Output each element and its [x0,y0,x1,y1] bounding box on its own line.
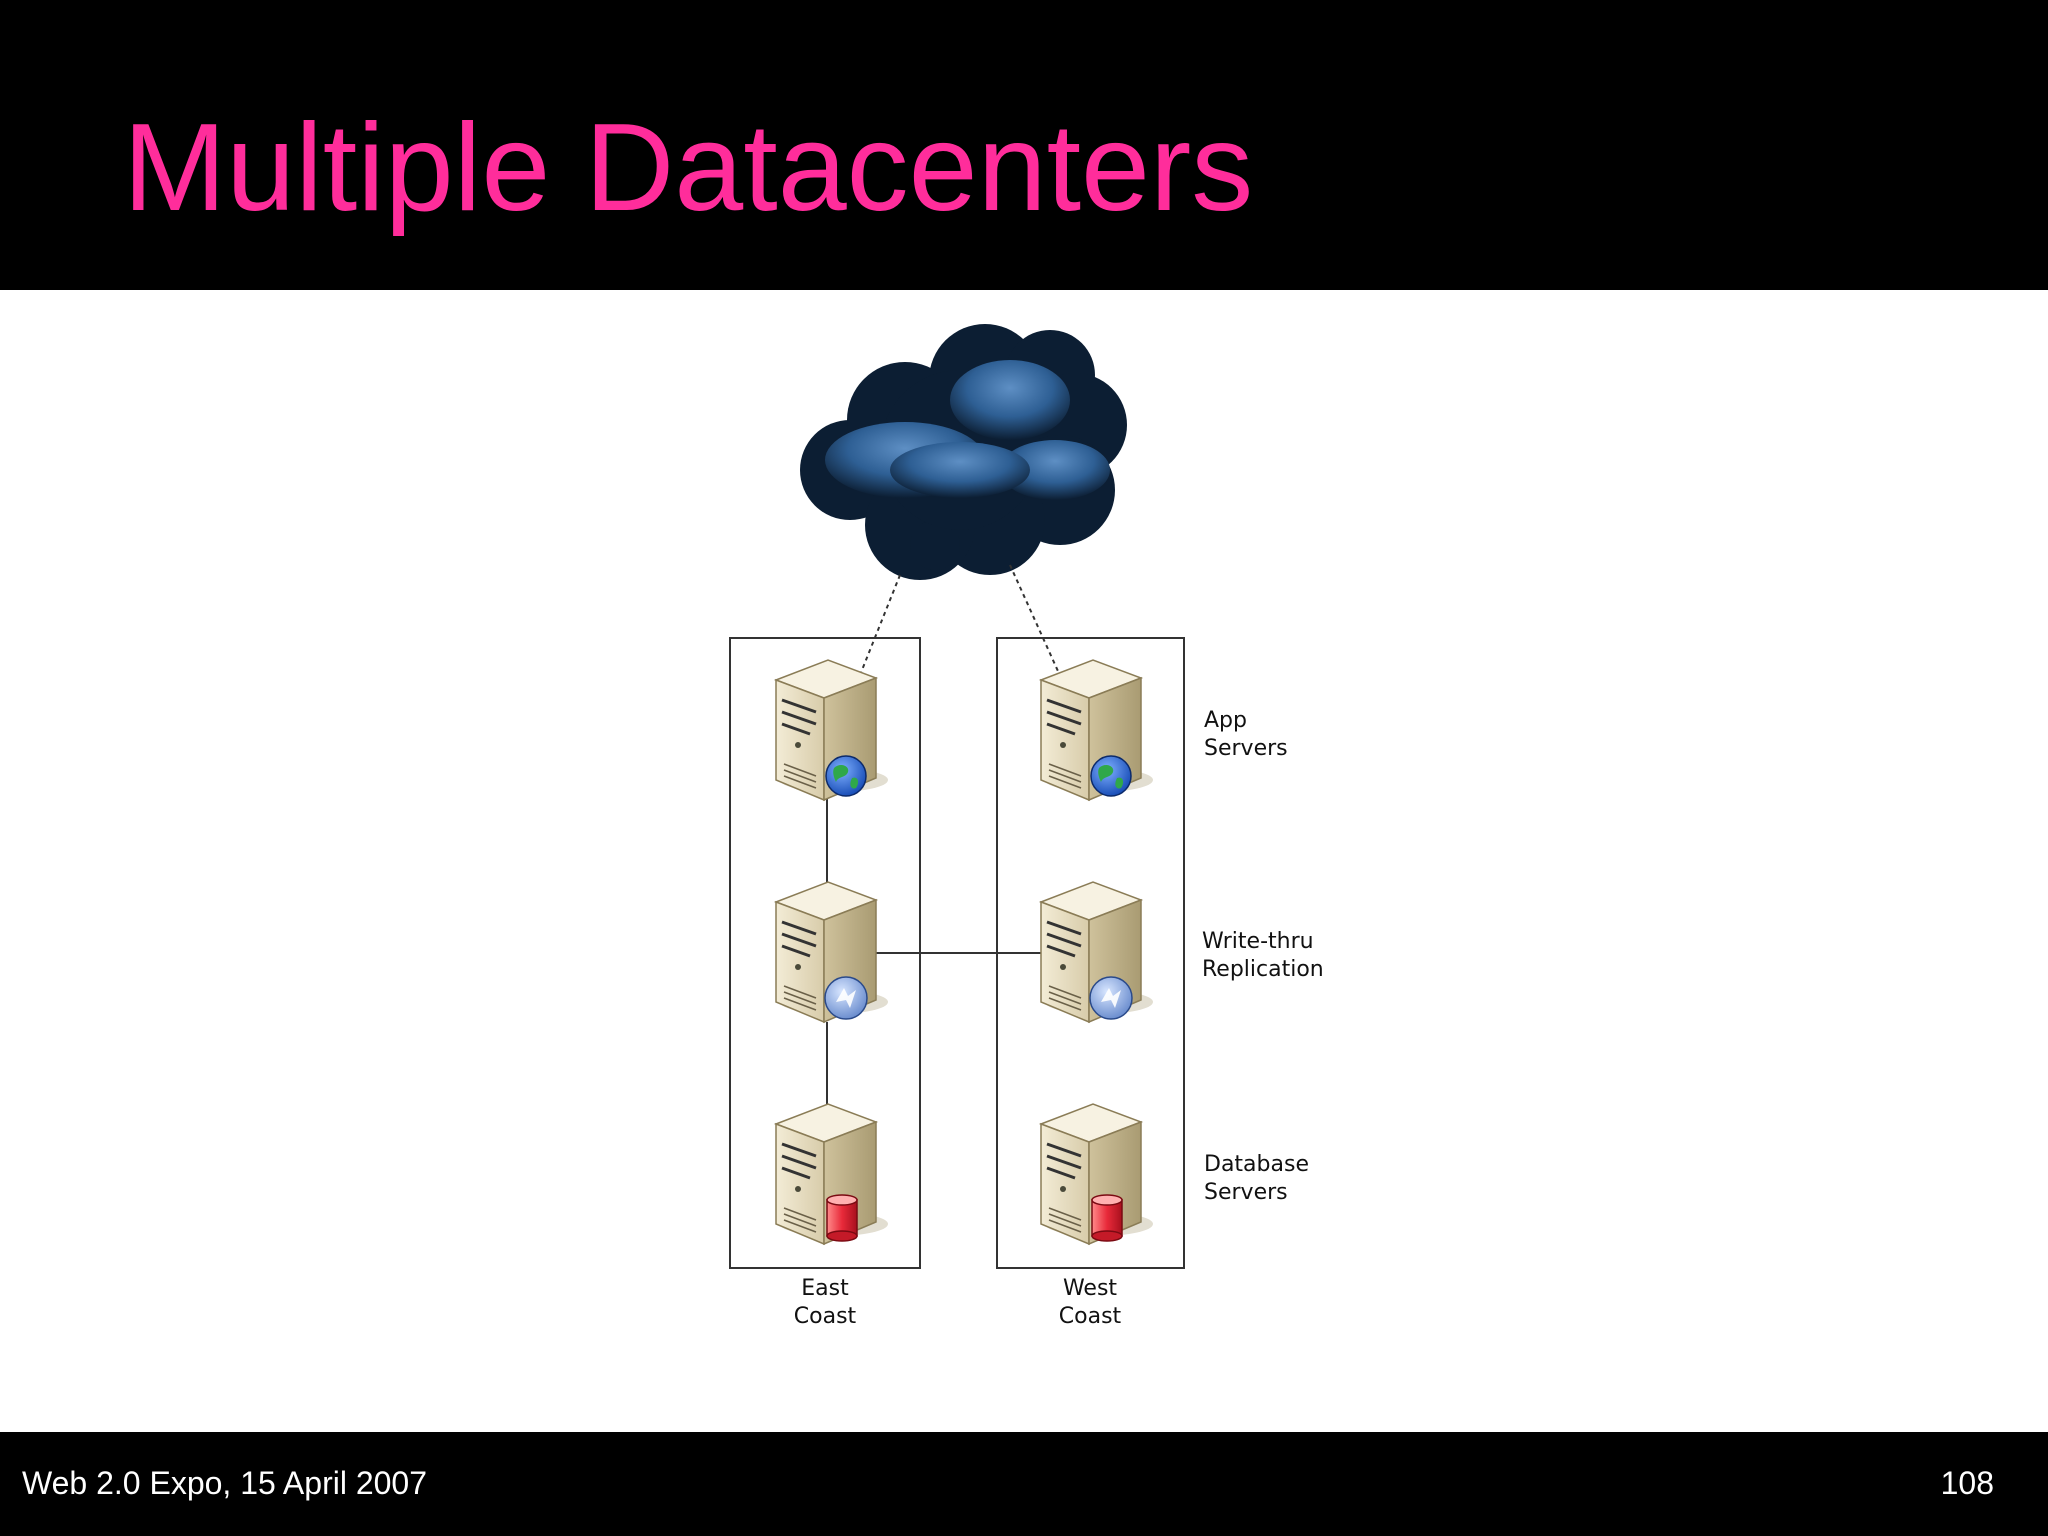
east-replication-server-icon [774,880,890,1024]
label-app-servers-line2: Servers [1204,736,1288,761]
cloud-link-east [857,574,901,681]
east-database-server-icon [774,1102,890,1246]
label-west-line1: West [1063,1276,1117,1301]
label-write-thru-line2: Replication [1202,957,1324,982]
slide-footer [0,1432,2048,1536]
footer-event-text: Web 2.0 Expo, 15 April 2007 [22,1465,428,1501]
cloud-link-west [1009,564,1063,681]
slide-title: Multiple Datacenters [123,99,1254,237]
east-app-server-icon [774,658,890,802]
slide-header [0,0,2048,290]
label-west-line2: Coast [1059,1304,1122,1329]
label-write-thru-line1: Write-thru [1202,929,1314,954]
network-diagram: App Servers Write-thru Replication Datab… [729,324,1324,1329]
internet-cloud-icon [800,324,1127,580]
label-east-line2: Coast [794,1304,857,1329]
label-database-servers-line2: Servers [1204,1180,1288,1205]
west-database-server-icon [1039,1102,1155,1246]
west-replication-server-icon [1039,880,1155,1024]
label-east-line1: East [801,1276,849,1301]
label-database-servers-line1: Database [1204,1152,1309,1177]
page-number: 108 [1940,1465,1994,1501]
label-app-servers-line1: App [1204,708,1247,733]
west-app-server-icon [1039,658,1155,802]
